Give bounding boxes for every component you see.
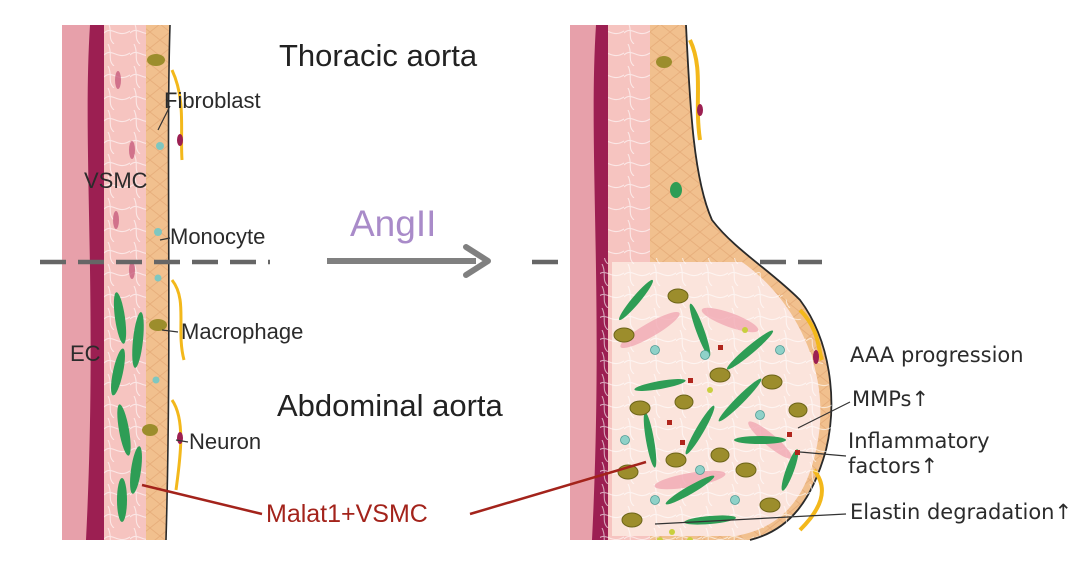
macrophage-label: Macrophage [181, 319, 304, 344]
thoracic-aorta-title: Thoracic aorta [279, 38, 478, 73]
angii-arrow [327, 244, 491, 278]
inflammatory-label-line1: Inflammatory [848, 429, 990, 453]
aaa-progression-label: AAA progression [850, 343, 1024, 367]
inflammatory-label-line2: factors↑ [848, 454, 939, 478]
mmps-label: MMPs↑ [852, 387, 930, 411]
angii-label: AngII [350, 203, 437, 244]
monocyte-label: Monocyte [170, 224, 266, 249]
abdominal-aorta-title: Abdominal aorta [277, 388, 503, 423]
malat1-vsmc-label: Malat1+VSMC [266, 500, 428, 528]
elastin-degradation-label: Elastin degradation↑ [850, 500, 1073, 524]
neuron-label: Neuron [189, 429, 262, 454]
vsmc-label: VSMC [84, 168, 148, 193]
fibroblast-label: Fibroblast [164, 88, 261, 113]
normal-aorta-wall [62, 24, 186, 541]
malat1-connectors [141, 460, 647, 516]
ec-label: EC [70, 341, 101, 366]
outcome-leaders [654, 401, 851, 525]
cell-label-leaders [157, 105, 189, 443]
aneurysm-aorta-wall [570, 24, 833, 541]
